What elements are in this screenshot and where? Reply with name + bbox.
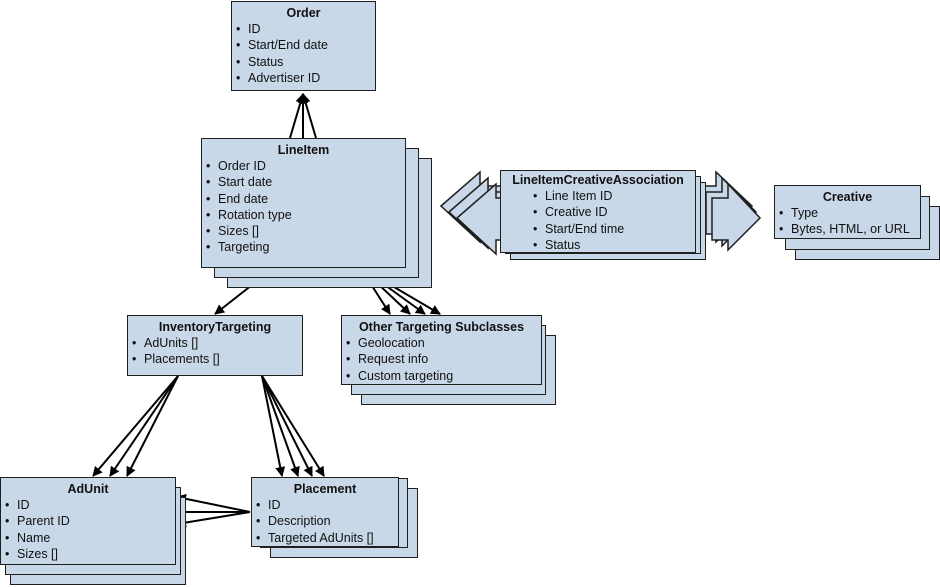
- lineitem-field: Order ID: [202, 158, 405, 175]
- order-field: Advertiser ID: [232, 70, 375, 87]
- creative-title: Creative: [822, 190, 873, 204]
- lineitem-to-order-arrows: [289, 93, 317, 139]
- lineitem-title: LineItem: [277, 143, 330, 157]
- inventorytargeting-to-placement-arrows: [261, 375, 325, 477]
- inventorytargeting-fields: AdUnits [] Placements []: [128, 335, 302, 368]
- adunit-field: ID: [1, 497, 175, 514]
- order-field: ID: [232, 21, 375, 38]
- inventorytargeting-entity: InventoryTargeting AdUnits [] Placements…: [127, 315, 303, 376]
- placement-field: ID: [252, 497, 398, 514]
- othertargeting-field: Geolocation: [342, 335, 541, 352]
- othertargeting-field: Custom targeting: [342, 368, 541, 385]
- lineitem-fields: Order ID Start date End date Rotation ty…: [202, 158, 405, 256]
- othertargeting-title: Other Targeting Subclasses: [358, 320, 525, 334]
- lica-field: Creative ID: [529, 204, 695, 221]
- lineitem-field: Sizes []: [202, 223, 405, 240]
- adunit-field: Sizes []: [1, 546, 175, 563]
- placement-field: Description: [252, 513, 398, 530]
- inventorytargeting-field: AdUnits []: [128, 335, 302, 352]
- adunit-title: AdUnit: [67, 482, 109, 496]
- order-entity: Order ID Start/End date Status Advertise…: [231, 1, 376, 91]
- lica-field: Start/End time: [529, 221, 695, 238]
- creative-field: Bytes, HTML, or URL: [775, 221, 920, 238]
- right-double-arrow-icon: [699, 170, 762, 252]
- inventorytargeting-to-adunit-arrows: [92, 375, 179, 477]
- adunit-entity: AdUnit ID Parent ID Name Sizes []: [0, 477, 176, 565]
- order-fields: ID Start/End date Status Advertiser ID: [232, 21, 375, 86]
- order-field: Start/End date: [232, 37, 375, 54]
- adunit-field: Parent ID: [1, 513, 175, 530]
- lica-field: Status: [529, 237, 695, 254]
- adunit-field: Name: [1, 530, 175, 547]
- placement-to-adunit-arrows: [176, 493, 251, 528]
- lineitem-field: Rotation type: [202, 207, 405, 224]
- adunit-fields: ID Parent ID Name Sizes []: [1, 497, 175, 562]
- lineitem-field: End date: [202, 191, 405, 208]
- lica-field: Line Item ID: [529, 188, 695, 205]
- lineitem-entity: LineItem Order ID Start date End date Ro…: [201, 138, 406, 268]
- lineitemcreativeassociation-entity: LineItemCreativeAssociation Line Item ID…: [500, 170, 696, 253]
- lica-title: LineItemCreativeAssociation: [512, 173, 684, 187]
- order-field: Status: [232, 54, 375, 71]
- inventorytargeting-title: InventoryTargeting: [158, 320, 272, 334]
- lineitem-field: Start date: [202, 174, 405, 191]
- inventorytargeting-field: Placements []: [128, 351, 302, 368]
- creative-fields: Type Bytes, HTML, or URL: [775, 205, 920, 238]
- creative-entity: Creative Type Bytes, HTML, or URL: [774, 185, 921, 239]
- order-title: Order: [286, 6, 321, 20]
- creative-field: Type: [775, 205, 920, 222]
- othertargeting-field: Request info: [342, 351, 541, 368]
- lica-fields: Line Item ID Creative ID Start/End time …: [501, 188, 695, 253]
- placement-field: Targeted AdUnits []: [252, 530, 398, 547]
- placement-entity: Placement ID Description Targeted AdUnit…: [251, 477, 399, 547]
- placement-title: Placement: [293, 482, 357, 496]
- othertargeting-entity: Other Targeting Subclasses Geolocation R…: [341, 315, 542, 385]
- placement-fields: ID Description Targeted AdUnits []: [252, 497, 398, 546]
- lineitem-field: Targeting: [202, 239, 405, 256]
- othertargeting-fields: Geolocation Request info Custom targetin…: [342, 335, 541, 384]
